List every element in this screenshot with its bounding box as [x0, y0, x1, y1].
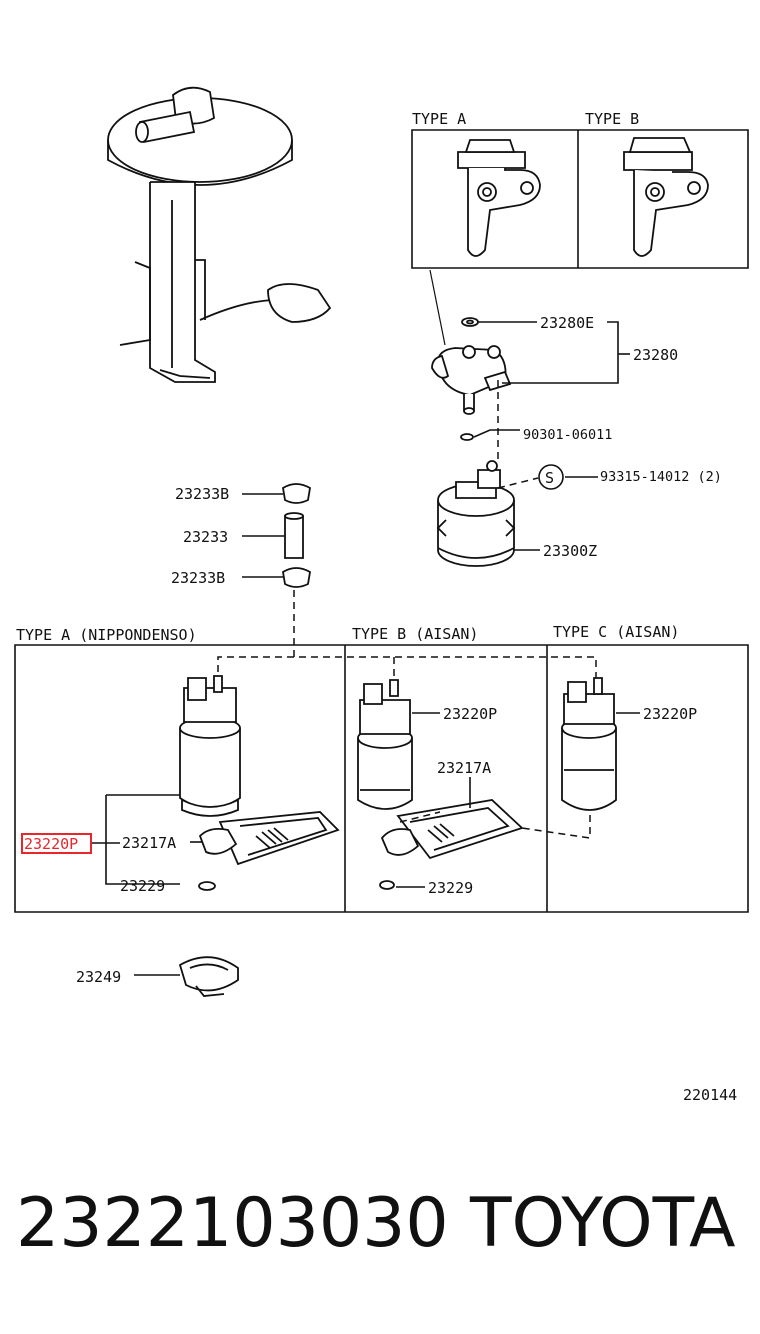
label-type-b-23220P: 23220P — [443, 705, 497, 723]
label-type-c-23220P: 23220P — [643, 705, 697, 723]
highlight-box — [21, 833, 92, 854]
label-type-a-23217A: 23217A — [122, 834, 176, 852]
pump-type-c — [561, 677, 617, 811]
label-type-a-23220P-highlighted: 23220P — [24, 835, 78, 853]
label-23280E: 23280E — [540, 314, 594, 332]
pump-type-a — [179, 675, 340, 891]
fuel-sender-assembly — [107, 86, 332, 383]
pump-bracket-23300Z — [436, 460, 516, 567]
label-type-b-23217A: 23217A — [437, 759, 491, 777]
type-a-bracket-vertical — [105, 795, 180, 885]
type-b-bracket — [623, 137, 709, 257]
bottom-type-a-label: TYPE A (NIPPONDENSO) — [16, 626, 197, 644]
bottom-type-c-label: TYPE C (AISAN) — [553, 623, 679, 641]
pump-types-box: TYPE A (NIPPONDENSO) TYPE B (AISAN) TYPE… — [14, 623, 749, 913]
part-23249 — [178, 956, 239, 997]
label-type-a-23229: 23229 — [120, 877, 165, 895]
type-a-bracket — [457, 139, 541, 257]
label-90301-06011: 90301-06011 — [523, 427, 612, 443]
top-right-leaders — [473, 321, 630, 551]
part-number: 2322103030 — [16, 1184, 449, 1263]
regulator-group — [431, 317, 516, 567]
label-23233B-bottom: 23233B — [171, 569, 225, 587]
label-23233B-top: 23233B — [175, 485, 229, 503]
s-symbol-circle — [538, 464, 564, 490]
pump-type-b — [357, 679, 524, 890]
label-23249: 23249 — [76, 968, 121, 986]
regulator-type-box: TYPE A TYPE B — [411, 110, 749, 346]
hose-group — [242, 483, 311, 657]
brand-name: TOYOTA — [470, 1184, 736, 1263]
label-23233: 23233 — [183, 528, 228, 546]
label-type-b-23229: 23229 — [428, 879, 473, 897]
label-23280: 23280 — [633, 346, 678, 364]
label-93315-14012: 93315-14012 (2) — [600, 469, 722, 485]
top-type-b-label: TYPE B — [585, 110, 639, 128]
bottom-type-b-label: TYPE B (AISAN) — [352, 625, 478, 643]
illustration-code: 220144 — [683, 1086, 738, 1104]
s-symbol: S — [545, 469, 554, 487]
label-23300Z: 23300Z — [543, 542, 597, 560]
top-type-a-label: TYPE A — [412, 110, 466, 128]
